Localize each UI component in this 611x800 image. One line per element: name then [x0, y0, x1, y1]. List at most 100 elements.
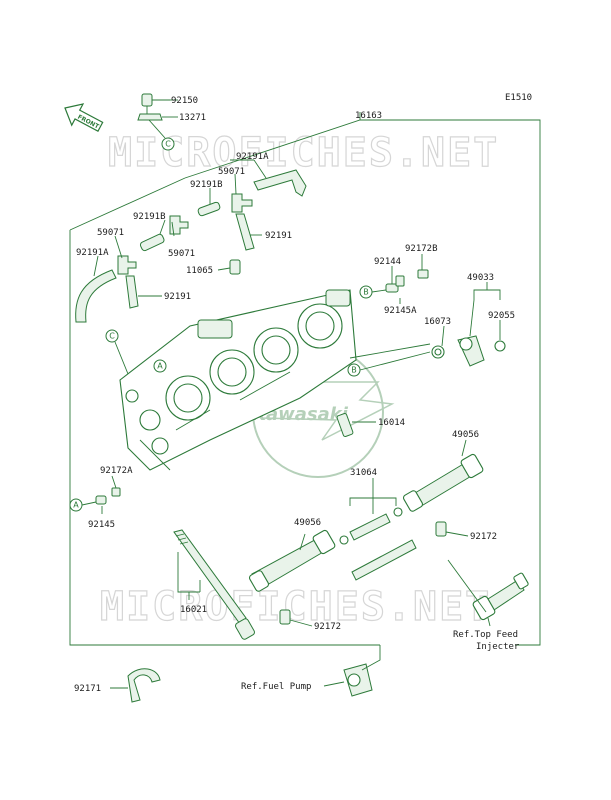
part-16021-injector-icon	[173, 529, 255, 640]
label-59071-left: 59071	[97, 228, 124, 238]
part-92172B-icon	[417, 269, 429, 279]
label-92150: 92150	[171, 96, 198, 106]
tee-59071-top	[231, 193, 253, 213]
leader-line	[253, 159, 267, 179]
label-16163: 16163	[355, 111, 382, 121]
part-13271-icon	[137, 113, 163, 121]
part-92055-oring-icon	[494, 340, 506, 352]
leader-line	[81, 501, 97, 506]
label-16021: 16021	[180, 605, 207, 615]
part-11065-icon	[229, 259, 241, 275]
part-49056-rail-right-icon	[402, 453, 484, 512]
label-13271: 13271	[179, 113, 206, 123]
figure-code: E1510	[505, 93, 532, 103]
part-92171-clip-icon	[127, 668, 161, 703]
part-92172-right-icon	[435, 521, 447, 537]
callout-c-top-letter: C	[165, 140, 171, 149]
hose-92191A-left	[75, 269, 117, 323]
leader-c-body	[114, 341, 129, 375]
leader-c-top	[148, 119, 166, 139]
leader-11065	[217, 267, 231, 271]
leader-ref-fuel-pump	[323, 681, 345, 687]
leader-92172A	[111, 475, 117, 489]
leader-31064	[349, 478, 397, 514]
part-92145-icon	[95, 495, 107, 505]
callout-c-top	[161, 137, 175, 151]
part-92150-icon	[141, 93, 153, 114]
watermark-bottom: MICROFICHES.NET	[100, 584, 491, 630]
leader-49033	[473, 282, 501, 300]
watermark-top: MICROFICHES.NET	[108, 130, 499, 176]
label-92191B-left: 92191B	[133, 212, 166, 222]
ref-top-feed-line1: Ref.Top Feed	[453, 630, 518, 640]
tee-59071-left	[117, 255, 137, 275]
leader-92191A-left	[93, 255, 99, 277]
hose-92191B-left	[139, 233, 165, 252]
label-92172-mid: 92172	[314, 622, 341, 632]
label-49033: 49033	[467, 273, 494, 283]
hose-92191B-top	[197, 201, 221, 217]
label-92191-right: 92191	[265, 231, 292, 241]
label-92144: 92144	[374, 257, 401, 267]
leader-16021	[177, 552, 201, 593]
group-bracket-16163-right	[184, 119, 541, 646]
hose-92191-mid	[125, 275, 139, 309]
front-arrow-icon: FRONT	[64, 103, 104, 133]
part-49056-rail-mid-icon	[248, 529, 336, 592]
throttle-body-assembly	[119, 289, 357, 471]
part-92172-mid-icon	[279, 609, 291, 625]
leader-b-body	[359, 351, 431, 371]
label-92145: 92145	[88, 520, 115, 530]
ref-fuel-pump: Ref.Fuel Pump	[241, 682, 311, 692]
callout-a-body	[153, 359, 167, 373]
label-92172-right: 92172	[470, 532, 497, 542]
label-92191-mid: 92191	[164, 292, 191, 302]
leader-line	[349, 343, 431, 359]
label-92172B: 92172B	[405, 244, 438, 254]
ref-top-feed-line2: Injecter	[476, 642, 520, 652]
hose-92191-right	[235, 213, 255, 251]
part-16073-icon	[431, 345, 445, 359]
leader-line	[487, 617, 491, 627]
callout-a-body-letter: A	[157, 362, 163, 371]
fuel-pump-connector-icon	[343, 663, 373, 697]
label-11065: 11065	[186, 266, 213, 276]
callout-c-body-letter: C	[109, 332, 115, 341]
leader-line	[371, 289, 387, 293]
label-92191A-left: 92191A	[76, 248, 109, 258]
hose-92191A-top	[253, 169, 307, 197]
callout-b-body-letter: B	[351, 366, 357, 375]
leader-top-feed	[447, 559, 487, 613]
callout-c-body	[105, 329, 119, 343]
label-16014: 16014	[378, 418, 405, 428]
leader-49056-right	[461, 439, 467, 457]
label-92191B-top: 92191B	[190, 180, 223, 190]
label-92145A: 92145A	[384, 306, 417, 316]
part-16014-icon	[336, 413, 354, 437]
leader-49056-mid	[299, 533, 306, 551]
part-92145A-icon	[395, 275, 405, 287]
leader-92172-right	[445, 531, 469, 537]
callout-b-right-letter: B	[363, 288, 369, 297]
part-31064-pipe-icon	[339, 507, 417, 581]
part-92172A-icon	[111, 487, 121, 497]
leader-fuel-pump	[361, 645, 381, 671]
label-49056-right: 49056	[452, 430, 479, 440]
leader-59071-top	[234, 173, 237, 195]
label-49056-mid: 49056	[294, 518, 321, 528]
group-bracket-16163	[69, 177, 380, 646]
label-92055: 92055	[488, 311, 515, 321]
label-92191A-top: 92191A	[236, 152, 269, 162]
callout-a-left-letter: A	[73, 501, 79, 510]
leader-59071-left	[114, 235, 123, 259]
label-59071-mid: 59071	[168, 249, 195, 259]
label-92171: 92171	[74, 684, 101, 694]
label-92172A: 92172A	[100, 466, 133, 476]
label-31064: 31064	[350, 468, 377, 478]
leader-92191B-left	[159, 219, 166, 235]
leader-16073	[441, 325, 445, 347]
leader-59071-mid	[171, 221, 175, 237]
leader-line	[469, 299, 475, 337]
part-49033-sensor-icon	[457, 335, 485, 367]
